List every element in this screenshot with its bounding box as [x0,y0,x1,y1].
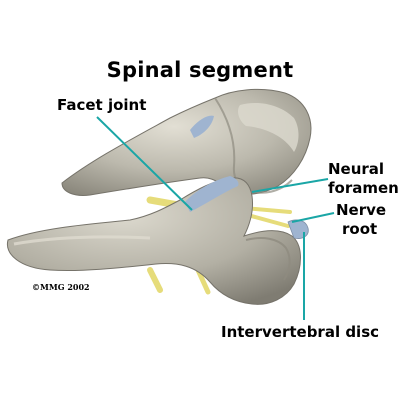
label-neural-foramen: Neural foramen [328,160,399,198]
label-facet-joint: Facet joint [57,96,147,114]
label-neural-foramen-line1: Neural [328,160,385,178]
nerve-root-leader [291,212,335,223]
diagram-title: Spinal segment [106,58,294,82]
upper-facet-cartilage [190,115,214,138]
neural-foramen-leader [251,178,329,193]
facet-joint-leader [96,116,193,211]
label-nerve-root: Nerve root [336,201,386,239]
label-nerve-root-line2: root [342,220,378,238]
lower-vertebra-spinous-process [6,177,301,305]
label-neural-foramen-line2: foramen [328,179,399,197]
label-nerve-root-line1: Nerve [336,201,387,219]
lower-facet-cartilage [185,176,239,212]
lower-vertebra [6,176,301,305]
copyright-text: ©MMG 2002 [32,282,90,292]
leader-lines [96,116,335,320]
label-intervertebral-disc: Intervertebral disc [221,323,380,341]
